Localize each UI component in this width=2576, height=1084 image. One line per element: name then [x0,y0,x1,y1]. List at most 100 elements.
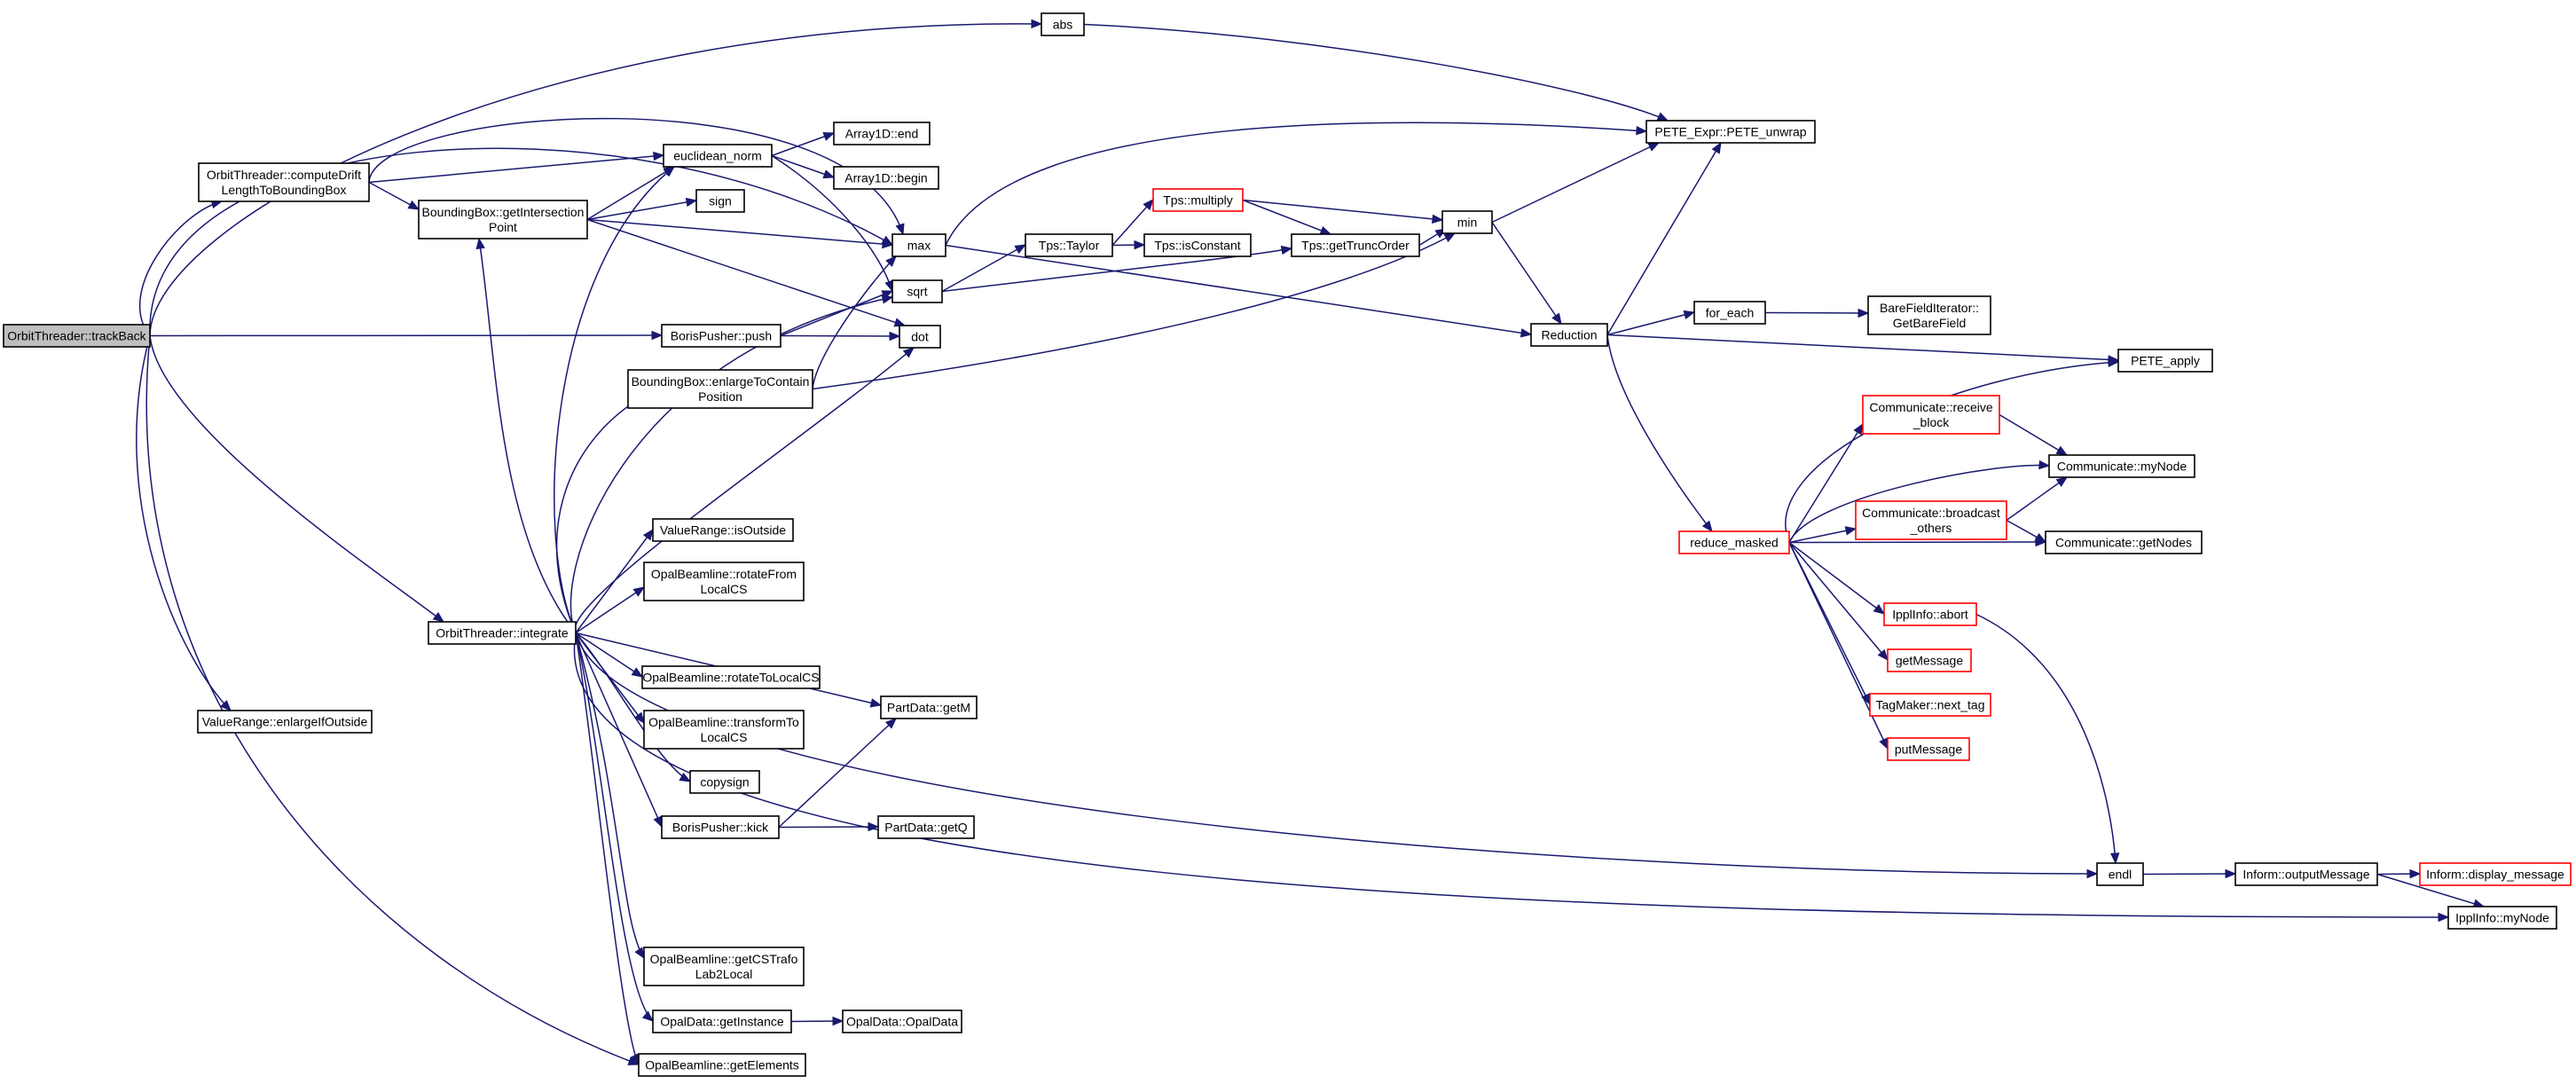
edge-line [1491,222,1562,325]
edge-enlarge-to-max [812,255,897,389]
node-getM[interactable]: PartData::getM [880,695,978,719]
arrowhead [1857,308,1870,318]
node-bcast[interactable]: Communicate::broadcast_others [1855,500,2007,540]
arrowhead [2109,852,2120,865]
node-abort[interactable]: IpplInfo::abort [1883,602,1977,626]
node-putmessage[interactable]: putMessage [1887,737,1970,761]
node-a1end[interactable]: Array1D::end [833,122,931,145]
node-endl[interactable]: endl [2096,862,2144,886]
node-tpsmultiply[interactable]: Tps::multiply [1152,188,1244,212]
edge-line [1788,464,2050,543]
arrowhead [1280,245,1293,255]
edge-getIntersection-to-max [586,218,894,249]
edge-reduction-to-peteunwrap [1606,141,1722,335]
node-isoutside[interactable]: ValueRange::isOutside [652,518,794,542]
node-abs[interactable]: abs [1041,12,1085,36]
node-dot[interactable]: dot [899,325,941,349]
edge-trackBack-to-enlargeif [136,335,232,711]
node-enlargeif[interactable]: ValueRange::enlargeIfOutside [197,710,373,734]
node-box [689,770,760,794]
node-tpsisconstant[interactable]: Tps::isConstant [1143,233,1252,257]
node-sqrt[interactable]: sqrt [891,279,943,303]
edge-computeDrift-to-getIntersection [368,181,420,210]
edge-euclidean-to-a1begin [771,154,836,179]
node-tpstaylor[interactable]: Tps::Taylor [1025,233,1113,257]
node-label: min [1457,216,1478,230]
node-euclidean[interactable]: euclidean_norm [663,144,773,168]
node-label: BorisPusher::push [671,329,772,343]
node-trackBack[interactable]: OrbitThreader::trackBack [3,324,151,348]
node-recvblock[interactable]: Communicate::receive_block [1862,395,2000,435]
node-getnodes[interactable]: Communicate::getNodes [2045,530,2203,554]
node-displaymsg[interactable]: Inform::display_message [2419,862,2572,886]
arrowhead [885,718,897,729]
node-min[interactable]: min [1441,210,1493,234]
edge-line [575,529,654,633]
edge-sqrt-to-tpstaylor [941,244,1027,293]
node-rotto[interactable]: OpalBeamline::rotateToLocalCS [641,665,821,689]
edge-abs-to-peteunwrap [1083,23,1669,122]
arrowhead [633,711,645,725]
edge-reducemasked-to-commnode [1788,460,2051,543]
edge-line [945,244,1532,335]
edge-line [778,826,879,829]
node-nexttag[interactable]: TagMaker::next_tag [1869,693,1991,717]
node-ipplnode[interactable]: IpplInfo::myNode [2447,906,2557,930]
edge-line [574,347,915,633]
node-barefield[interactable]: BareFieldIterator::GetBareField [1867,295,1991,335]
edge-computeDrift-to-euclidean [368,151,665,184]
node-box [197,710,373,734]
node-borispush[interactable]: BorisPusher::push [661,324,781,348]
node-getinstance[interactable]: OpalData::getInstance [652,1009,792,1033]
node-label: Inform::display_message [2426,868,2564,882]
edge-line [1242,199,1443,221]
node-reducemasked[interactable]: reduce_masked [1678,530,1790,554]
node-commnode[interactable]: Communicate::myNode [2048,454,2195,478]
node-copysign[interactable]: copysign [689,770,760,794]
node-label: Reduction [1541,328,1597,342]
node-outputmsg[interactable]: Inform::outputMessage [2234,862,2378,886]
node-getelements[interactable]: OpalBeamline::getElements [638,1053,806,1077]
edge-line [145,335,640,1065]
node-gettrunc[interactable]: Tps::getTruncOrder [1291,233,1420,257]
node-label: OpalBeamline::getCSTrafo [650,952,798,966]
edge-reducemasked-to-bcast [1788,526,1857,544]
node-label: PartData::getQ [884,821,967,835]
arrowhead [1031,19,1043,29]
node-label: LengthToBoundingBox [222,183,347,197]
node-a1begin[interactable]: Array1D::begin [833,166,939,190]
edge-max-to-reduction [945,244,1533,338]
node-foreach[interactable]: for_each [1693,301,1766,325]
node-peteapply[interactable]: PETE_apply [2117,349,2213,373]
node-kick[interactable]: BorisPusher::kick [661,815,780,839]
arrowhead [653,151,665,161]
node-peteunwrap[interactable]: PETE_Expr::PETE_unwrap [1645,120,1816,144]
arrowhead [832,1016,844,1026]
node-box [428,621,577,645]
arrowhead [641,1010,655,1022]
node-integrate[interactable]: OrbitThreader::integrate [428,621,577,645]
node-sign[interactable]: sign [695,189,745,213]
arrowhead [1701,520,1713,533]
edge-integrate-to-rotfrom [575,586,646,634]
arrowhead [1319,225,1332,235]
node-reduction[interactable]: Reduction [1530,323,1608,347]
node-opaldata[interactable]: OpalData::OpalData [842,1009,962,1033]
node-box [1693,301,1766,325]
arrowhead [1879,737,1889,750]
edge-line [149,23,1042,336]
arrowhead [2409,868,2422,879]
node-label: PETE_Expr::PETE_unwrap [1654,125,1806,139]
arrowhead [1647,142,1661,152]
edge-line [1764,311,1869,314]
node-getmessage[interactable]: getMessage [1887,648,1972,672]
node-getQ[interactable]: PartData::getQ [877,815,975,839]
node-max[interactable]: max [891,233,946,257]
node-computeDrift[interactable]: OrbitThreader::computeDriftLengthToBound… [198,162,370,202]
